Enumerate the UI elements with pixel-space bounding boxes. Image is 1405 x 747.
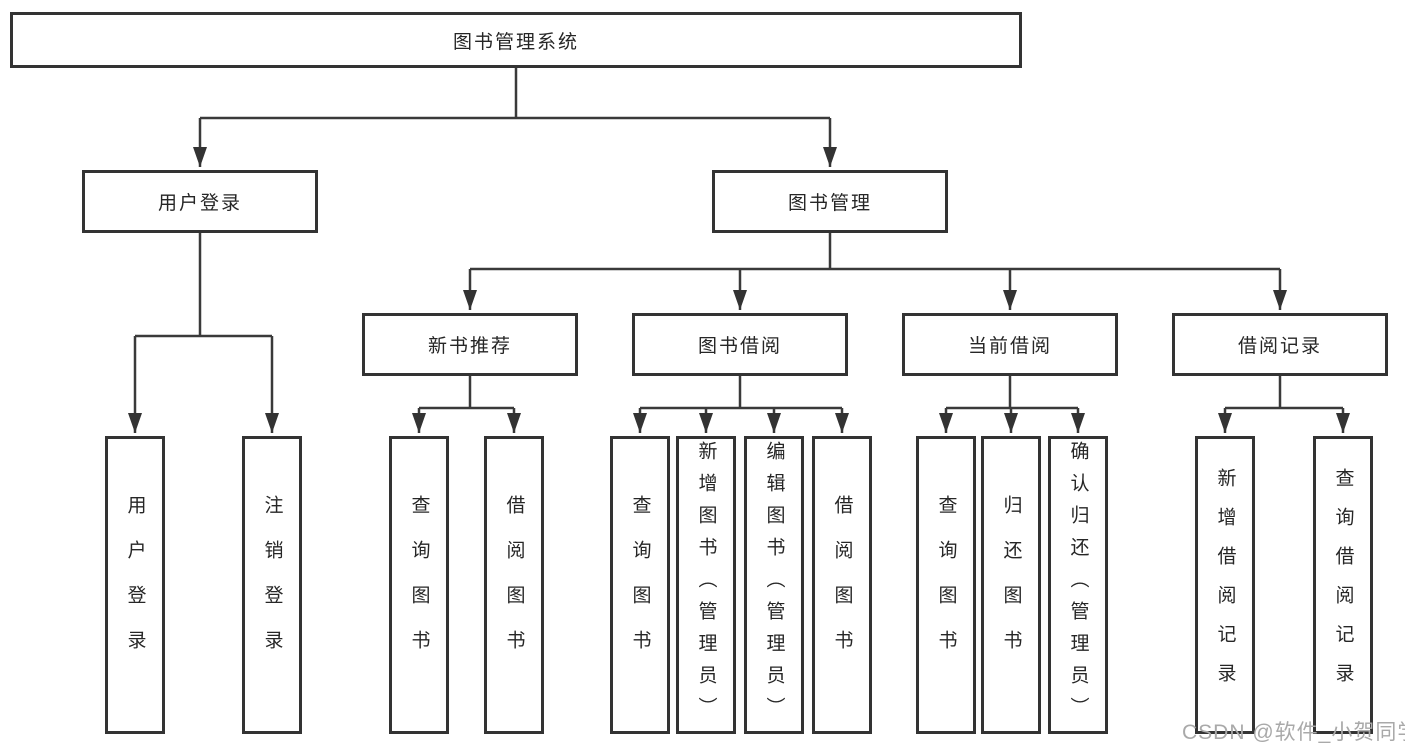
leaf-confirm-return-admin: 确认归还（管理员） [1048,436,1108,734]
node-book-management: 图书管理 [712,170,948,233]
node-current-borrow: 当前借阅 [902,313,1118,376]
leaf-current-query-book: 查询图书 [916,436,976,734]
leaf-query-borrow-record: 查询借阅记录 [1313,436,1373,734]
node-borrow-record-label: 借阅记录 [1237,336,1322,357]
node-book-borrow: 图书借阅 [632,313,848,376]
leaf-user-login-label: 用户登录 [124,495,146,675]
node-book-management-label: 图书管理 [787,193,872,214]
leaf-logout-label: 注销登录 [261,495,283,675]
leaf-recommend-query-book-label: 查询图书 [408,495,430,675]
leaf-borrow-query-book: 查询图书 [610,436,670,734]
leaf-add-book-admin-label: 新增图书（管理员） [695,441,717,729]
leaf-borrow-book: 借阅图书 [812,436,872,734]
node-library-system-label: 图书管理系统 [452,31,579,53]
node-user-login: 用户登录 [82,170,318,233]
leaf-add-book-admin: 新增图书（管理员） [676,436,736,734]
edges-current-borrow-children [939,376,1085,433]
leaf-current-query-book-label: 查询图书 [935,495,957,675]
leaf-query-borrow-record-label: 查询借阅记录 [1332,468,1354,702]
leaf-recommend-borrow-book: 借阅图书 [484,436,544,734]
leaf-return-book-label: 归还图书 [1000,495,1022,675]
edges-new-book-children [412,376,521,433]
edges-book-mgmt-children [463,233,1287,310]
leaf-logout: 注销登录 [242,436,302,734]
leaf-edit-book-admin-label: 编辑图书（管理员） [763,441,785,729]
node-new-book-recommend: 新书推荐 [362,313,578,376]
node-new-book-recommend-label: 新书推荐 [427,336,512,357]
leaf-recommend-borrow-book-label: 借阅图书 [503,495,525,675]
csdn-watermark: CSDN @软件_小贺同学 [1182,721,1405,744]
leaf-confirm-return-admin-label: 确认归还（管理员） [1067,441,1089,729]
edges-user-login-children [128,233,279,433]
edges-borrow-record-children [1218,376,1350,433]
node-user-login-label: 用户登录 [157,193,242,214]
leaf-add-borrow-record-label: 新增借阅记录 [1214,468,1236,702]
leaf-recommend-query-book: 查询图书 [389,436,449,734]
leaf-add-borrow-record: 新增借阅记录 [1195,436,1255,734]
leaf-borrow-book-label: 借阅图书 [831,495,853,675]
edges-root-to-level2 [193,68,837,167]
leaf-edit-book-admin: 编辑图书（管理员） [744,436,804,734]
leaf-return-book: 归还图书 [981,436,1041,734]
node-book-borrow-label: 图书借阅 [697,336,782,357]
leaf-user-login: 用户登录 [105,436,165,734]
node-library-system: 图书管理系统 [10,12,1022,68]
edges-book-borrow-children [633,376,849,433]
node-borrow-record: 借阅记录 [1172,313,1388,376]
node-current-borrow-label: 当前借阅 [967,336,1052,357]
leaf-borrow-query-book-label: 查询图书 [629,495,651,675]
